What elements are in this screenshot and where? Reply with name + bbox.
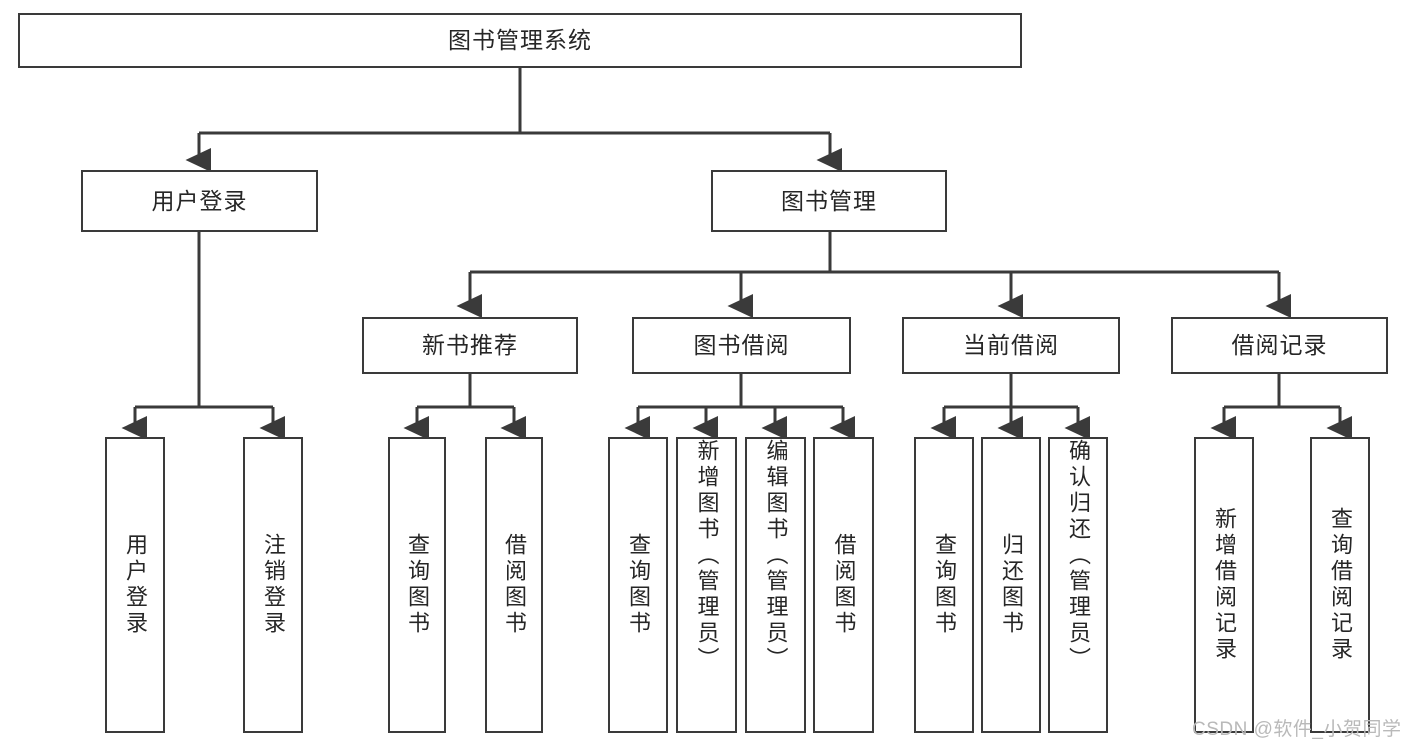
leaf-new-book-2[interactable]: 借阅图书 xyxy=(485,437,543,733)
leaf-user-login-2-label: 注销登录 xyxy=(261,533,286,637)
leaf-user-login-1-label: 用户登录 xyxy=(123,533,148,637)
node-root-label: 图书管理系统 xyxy=(448,27,592,54)
node-root[interactable]: 图书管理系统 xyxy=(18,13,1022,68)
node-book-management-label: 图书管理 xyxy=(781,187,877,214)
leaf-book-borrow-3[interactable]: 编辑图书（管理员） xyxy=(745,437,806,733)
leaf-user-login-2[interactable]: 注销登录 xyxy=(243,437,303,733)
leaf-current-borrow-1-label: 查询图书 xyxy=(932,533,957,637)
leaf-current-borrow-2[interactable]: 归还图书 xyxy=(981,437,1041,733)
node-borrow-record[interactable]: 借阅记录 xyxy=(1171,317,1388,374)
leaf-current-borrow-2-label: 归还图书 xyxy=(999,533,1024,637)
node-new-book-recommend[interactable]: 新书推荐 xyxy=(362,317,578,374)
leaf-borrow-record-2[interactable]: 查询借阅记录 xyxy=(1310,437,1370,733)
leaf-book-borrow-1[interactable]: 查询图书 xyxy=(608,437,668,733)
leaf-current-borrow-3[interactable]: 确认归还（管理员） xyxy=(1048,437,1108,733)
leaf-borrow-record-1[interactable]: 新增借阅记录 xyxy=(1194,437,1254,733)
node-borrow-record-label: 借阅记录 xyxy=(1231,332,1328,359)
leaf-book-borrow-2-label: 新增图书（管理员） xyxy=(694,439,720,673)
edges xyxy=(121,68,1352,440)
leaf-new-book-2-label: 借阅图书 xyxy=(502,533,527,637)
node-user-login[interactable]: 用户登录 xyxy=(81,170,318,232)
node-new-book-recommend-label: 新书推荐 xyxy=(422,332,518,359)
leaf-book-borrow-1-label: 查询图书 xyxy=(626,533,651,637)
node-book-borrow[interactable]: 图书借阅 xyxy=(632,317,851,374)
leaf-new-book-1-label: 查询图书 xyxy=(405,533,430,637)
csdn-watermark: CSDN @软件_小贺同学 xyxy=(1192,719,1402,740)
node-current-borrow-label: 当前借阅 xyxy=(963,332,1059,359)
leaf-borrow-record-2-label: 查询借阅记录 xyxy=(1328,507,1353,663)
leaf-book-borrow-3-label: 编辑图书（管理员） xyxy=(763,439,789,673)
leaf-book-borrow-2[interactable]: 新增图书（管理员） xyxy=(676,437,737,733)
leaf-book-borrow-4[interactable]: 借阅图书 xyxy=(813,437,874,733)
leaf-borrow-record-1-label: 新增借阅记录 xyxy=(1212,507,1237,663)
leaf-new-book-1[interactable]: 查询图书 xyxy=(388,437,446,733)
node-user-login-label: 用户登录 xyxy=(151,187,248,214)
node-current-borrow[interactable]: 当前借阅 xyxy=(902,317,1120,374)
leaf-user-login-1[interactable]: 用户登录 xyxy=(105,437,165,733)
node-book-borrow-label: 图书借阅 xyxy=(693,332,790,359)
leaf-book-borrow-4-label: 借阅图书 xyxy=(831,533,857,637)
leaf-current-borrow-1[interactable]: 查询图书 xyxy=(914,437,974,733)
node-book-management[interactable]: 图书管理 xyxy=(711,170,947,232)
leaf-current-borrow-3-label: 确认归还（管理员） xyxy=(1066,439,1091,673)
